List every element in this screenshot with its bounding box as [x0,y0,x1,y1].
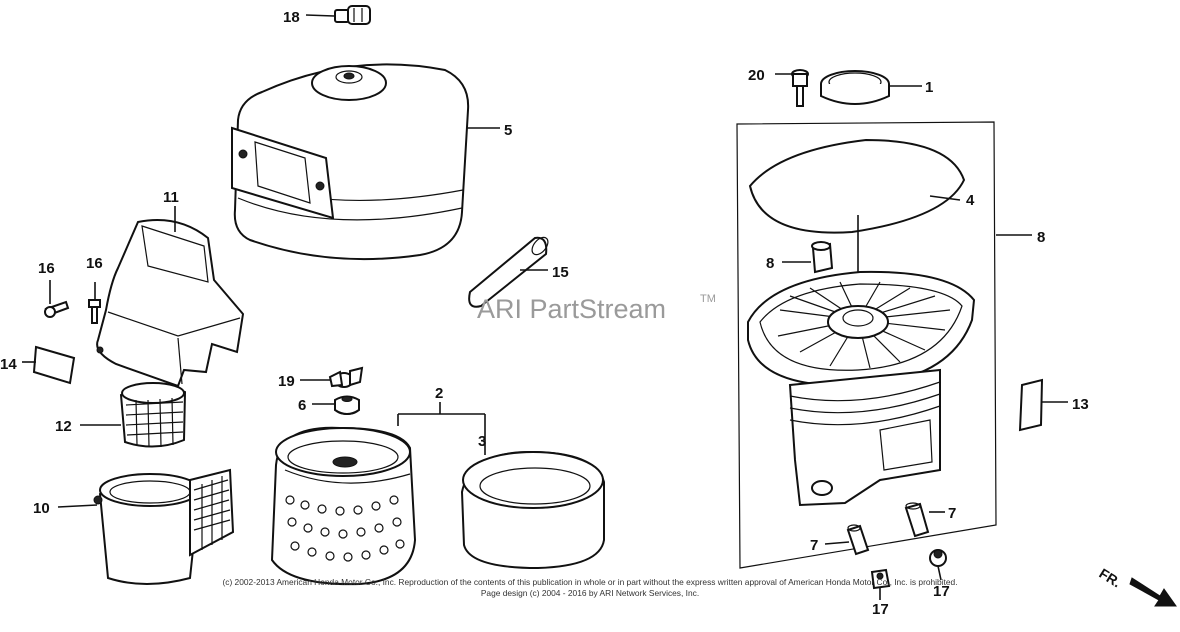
part-case[interactable] [96,219,245,388]
part-tube-7a[interactable] [846,524,870,556]
callout-17b[interactable]: 17 [933,583,950,600]
callout-4[interactable]: 4 [966,192,975,209]
callout-15[interactable]: 15 [552,264,569,281]
part-label-14[interactable] [32,345,76,385]
callout-5[interactable]: 5 [504,122,512,139]
callout-9[interactable]: 8 [1037,229,1045,246]
part-collar-8[interactable] [811,241,834,274]
callout-20[interactable]: 20 [748,67,765,84]
callout-16b[interactable]: 16 [86,255,103,272]
callout-19[interactable]: 19 [278,373,295,390]
callout-7b[interactable]: 7 [948,505,956,522]
part-bolt-20[interactable] [791,69,809,107]
callout-16a[interactable]: 16 [38,260,55,277]
callout-1[interactable]: 1 [925,79,933,96]
leader-lines [22,14,1068,600]
part-grommet-6[interactable] [334,395,360,415]
part-assembly-frame-9 [736,121,997,569]
watermark-trademark: TM [700,293,716,305]
callout-14[interactable]: 14 [0,356,17,373]
arrow-icon [1129,577,1177,607]
callout-3[interactable]: 3 [478,433,486,450]
part-screw-18[interactable] [334,5,371,25]
part-foam-3[interactable] [460,450,605,570]
direction-label: FR. [1096,565,1124,591]
callout-labels: 18 20 1 5 4 11 8 8 16 16 15 14 19 2 6 13… [0,9,1089,618]
copyright-line-1: (c) 2002-2013 American Honda Motor Co., … [222,577,957,587]
watermark: ARI PartStream TM [477,293,716,324]
callout-7a[interactable]: 7 [810,537,818,554]
callout-10[interactable]: 10 [33,500,50,517]
callout-17a[interactable]: 17 [872,601,889,618]
part-cap-17a[interactable] [870,568,891,590]
copyright-line-2: Page design (c) 2004 - 2016 by ARI Netwo… [481,588,699,598]
copyright: (c) 2002-2013 American Honda Motor Co., … [222,577,957,598]
part-seal-1[interactable] [820,70,890,105]
part-case-base[interactable] [93,468,235,585]
part-element-12[interactable] [119,382,187,448]
part-body-9[interactable] [747,215,976,507]
part-bolt-16a[interactable] [44,300,70,318]
part-tube-15[interactable] [468,234,551,308]
part-wing-nut-19[interactable] [328,366,364,388]
part-gasket-4[interactable] [748,138,966,234]
part-element-2[interactable] [270,426,417,586]
part-tube-7b[interactable] [904,502,930,538]
callout-6[interactable]: 6 [298,397,306,414]
callout-18[interactable]: 18 [283,9,300,26]
callout-12[interactable]: 12 [55,418,72,435]
callout-11[interactable]: 11 [163,189,179,206]
part-cover[interactable] [231,63,470,261]
part-label-13[interactable] [1018,378,1044,432]
part-cap-17b[interactable] [929,549,947,567]
body-ribs [777,281,951,369]
element-perforations [285,495,405,562]
callout-8[interactable]: 8 [766,255,774,272]
part-bolt-16b[interactable] [88,299,101,324]
callout-13[interactable]: 13 [1072,396,1089,413]
callout-2[interactable]: 2 [435,385,443,402]
direction-marker: FR. [1096,565,1177,607]
watermark-text: ARI PartStream [477,294,666,324]
